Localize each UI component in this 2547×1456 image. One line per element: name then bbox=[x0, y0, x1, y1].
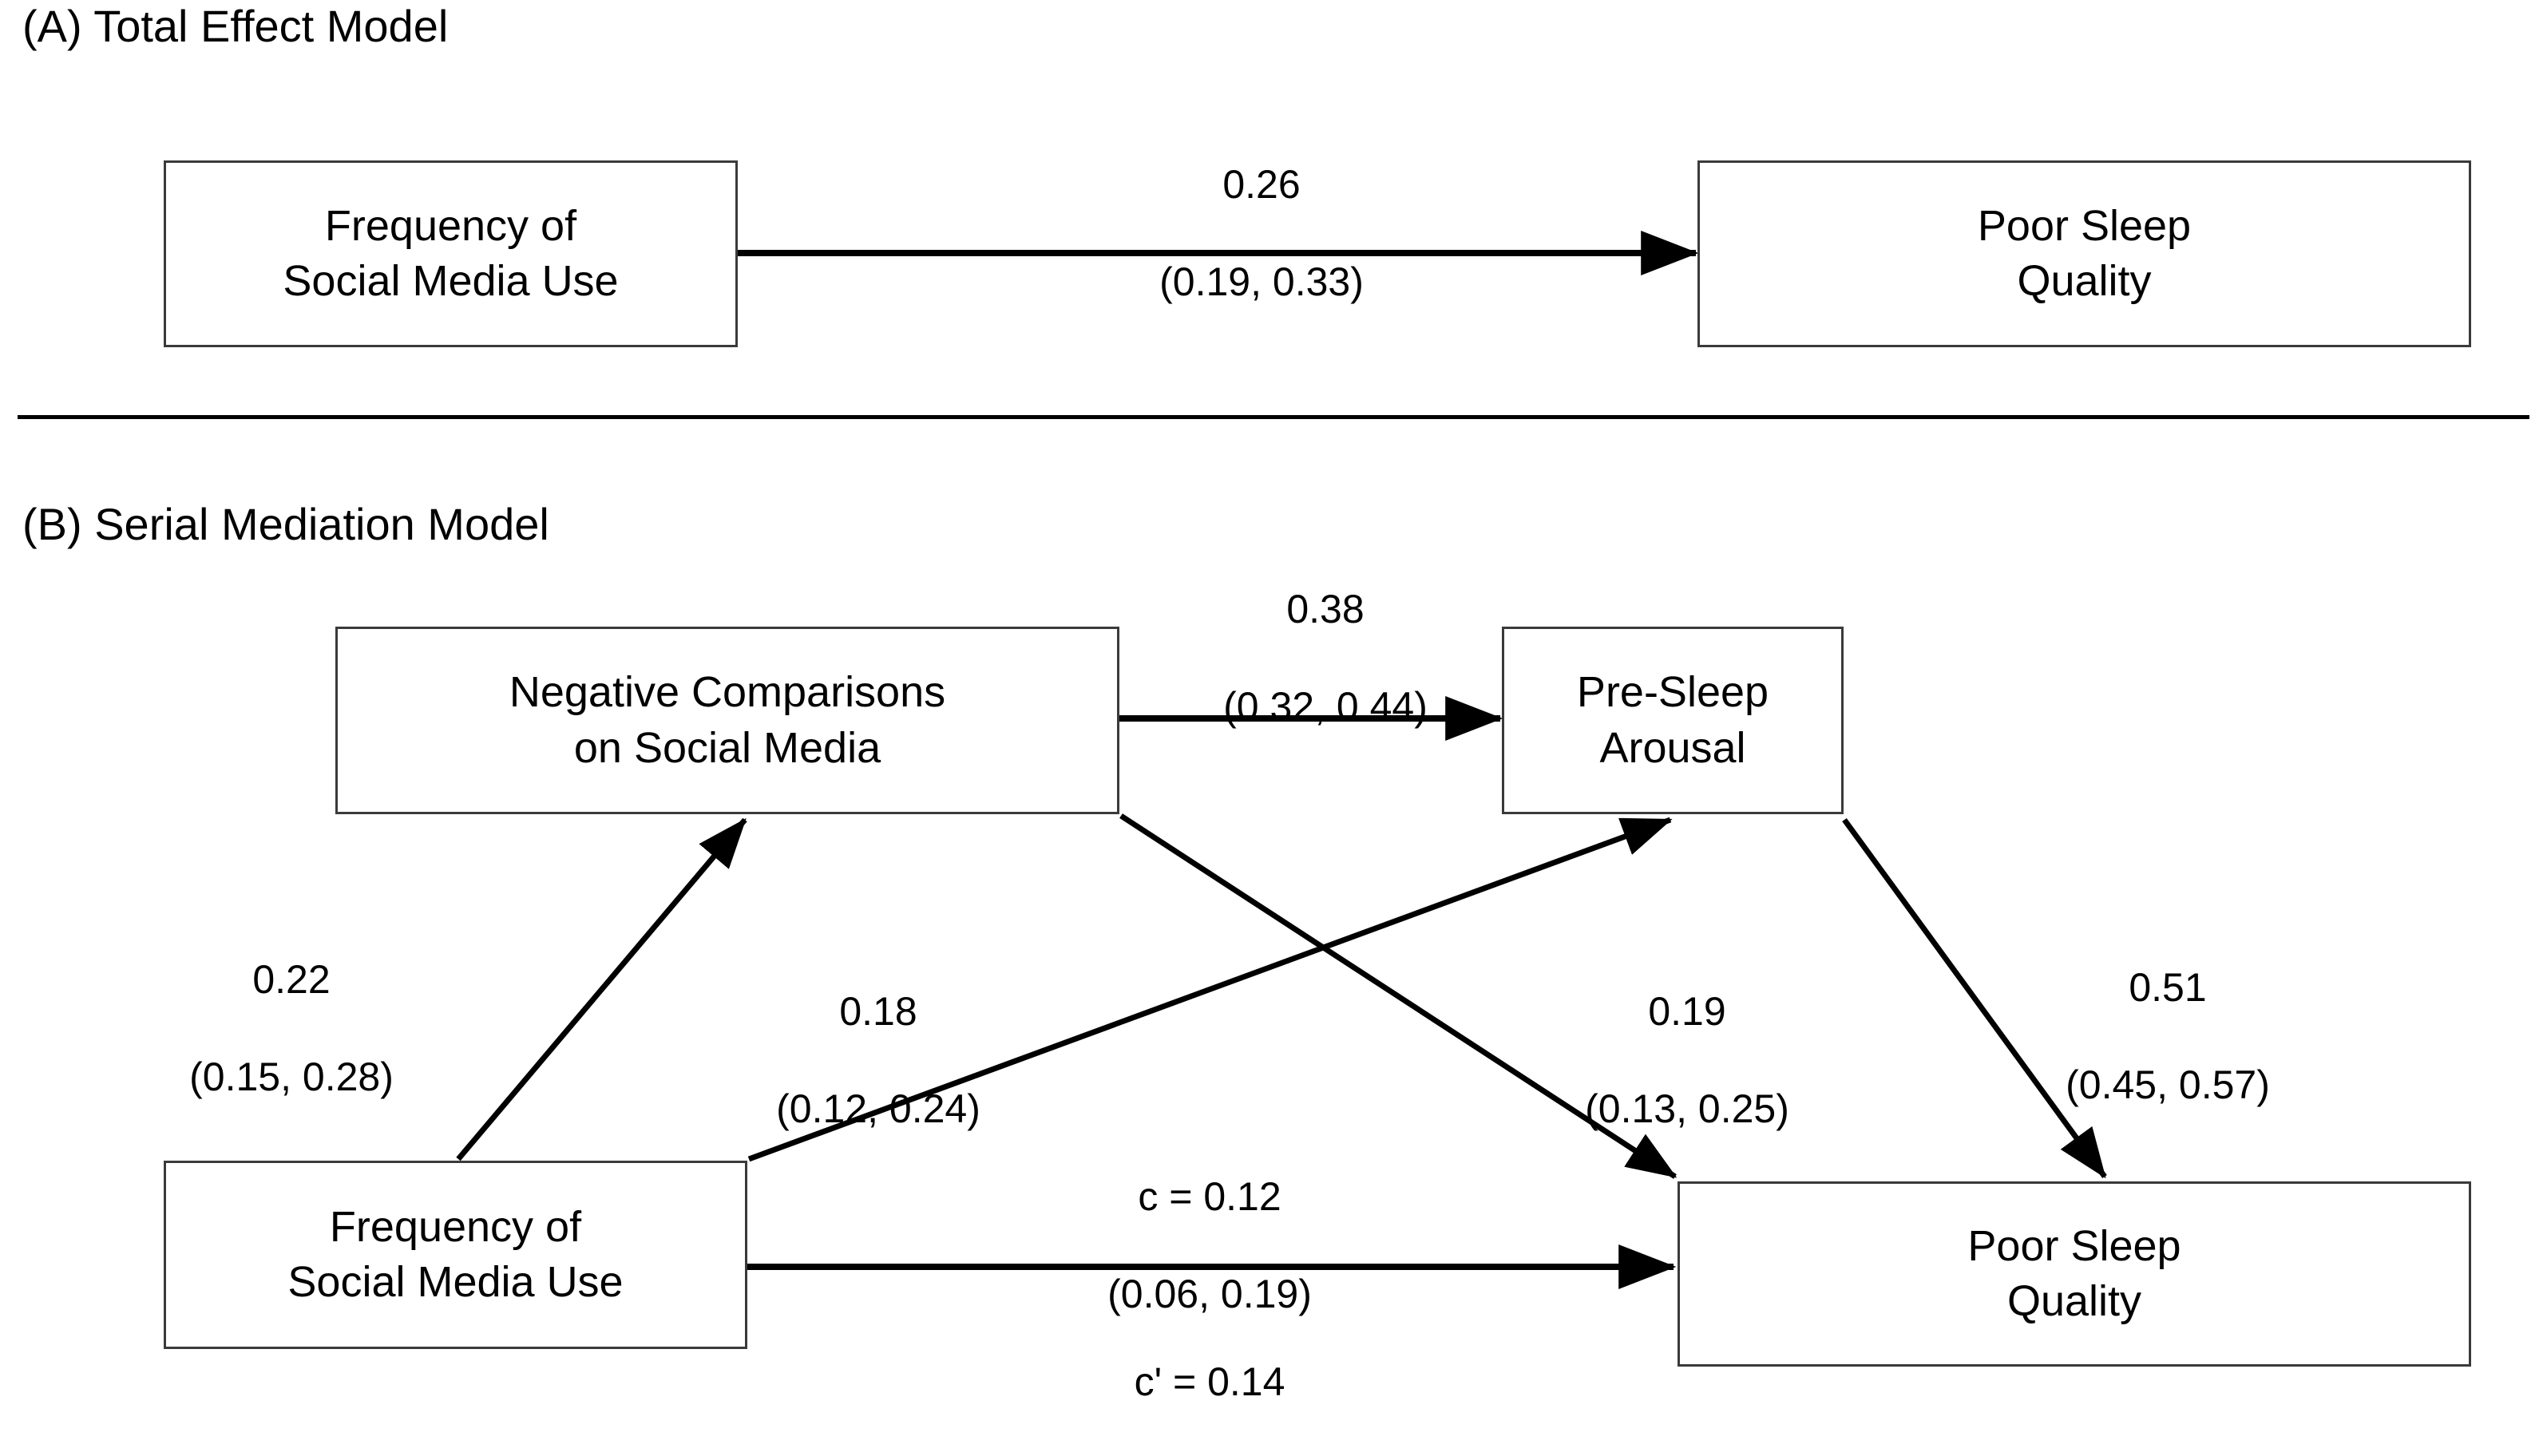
panel-a-node-predictor-label: Frequency of Social Media Use bbox=[283, 201, 619, 305]
panel-a-node-outcome: Poor Sleep Quality bbox=[1697, 160, 2471, 347]
panel-b-edge-label-direct-c: c = 0.12 (0.06, 0.19) bbox=[1030, 1124, 1389, 1367]
panel-b-edge-m1-y-ci: (0.12, 0.24) bbox=[776, 1086, 980, 1131]
panel-b-edge-label-m1-to-y: 0.18 (0.12, 0.24) bbox=[699, 939, 1058, 1182]
panel-a-edge-ci: (0.19, 0.33) bbox=[1159, 259, 1364, 304]
panel-b-edge-label-x-to-m2: 0.19 (0.13, 0.25) bbox=[1507, 939, 1867, 1182]
panel-a-title: (A) Total Effect Model bbox=[22, 1, 449, 51]
panel-b-node-outcome: Poor Sleep Quality bbox=[1678, 1181, 2471, 1367]
panel-b-edge-x-m1-ci: (0.15, 0.28) bbox=[189, 1054, 394, 1099]
panel-b-edge-x-m1-coefficient: 0.22 bbox=[252, 957, 331, 1002]
panel-b-edge-m2-y-coefficient: 0.51 bbox=[2129, 965, 2207, 1010]
panel-b-node-mediator1: Negative Comparisons on Social Media bbox=[335, 627, 1119, 814]
panel-b-edge-c-prime-coefficient: c' = 0.14 bbox=[1134, 1359, 1285, 1404]
panel-b-edge-m2-y-ci: (0.45, 0.57) bbox=[2066, 1062, 2270, 1107]
panel-a-node-outcome-label: Poor Sleep Quality bbox=[1977, 201, 2192, 305]
panel-b-node-predictor: Frequency of Social Media Use bbox=[164, 1161, 747, 1349]
panel-b-title: (B) Serial Mediation Model bbox=[22, 499, 549, 549]
panel-divider bbox=[18, 415, 2529, 419]
panel-b-edge-label-m2-to-y: 0.51 (0.45, 0.57) bbox=[1988, 915, 2347, 1158]
panel-b-edge-c-ci: (0.06, 0.19) bbox=[1107, 1272, 1312, 1316]
panel-b-edge-label-direct-c-prime: c' = 0.14 (0.10, 0.18) bbox=[1030, 1309, 1389, 1456]
panel-b-edge-x-m2-ci: (0.13, 0.25) bbox=[1585, 1086, 1789, 1131]
panel-b-node-mediator2: Pre-Sleep Arousal bbox=[1502, 627, 1844, 814]
panel-b-edge-m1-y-coefficient: 0.18 bbox=[839, 989, 917, 1034]
panel-b-edge-m1-m2-coefficient: 0.38 bbox=[1286, 587, 1365, 631]
panel-b-edge-x-m2-coefficient: 0.19 bbox=[1648, 989, 1726, 1034]
panel-b-edge-label-m1-to-m2: 0.38 (0.32, 0.44) bbox=[1158, 536, 1493, 780]
panel-b-node-outcome-label: Poor Sleep Quality bbox=[1967, 1221, 2181, 1325]
panel-a-node-predictor: Frequency of Social Media Use bbox=[164, 160, 738, 347]
panel-b-edge-m1-m2-ci: (0.32, 0.44) bbox=[1223, 684, 1428, 729]
panel-a-edge-label-total-effect: 0.26 (0.19, 0.33) bbox=[1078, 112, 1445, 355]
panel-b-edge-label-x-to-m1: 0.22 (0.15, 0.28) bbox=[112, 907, 471, 1150]
panel-b-edge-c-coefficient: c = 0.12 bbox=[1138, 1174, 1281, 1219]
panel-a-edge-coefficient: 0.26 bbox=[1222, 162, 1301, 207]
panel-b-node-mediator2-label: Pre-Sleep Arousal bbox=[1576, 668, 1769, 772]
panel-b-node-predictor-label: Frequency of Social Media Use bbox=[287, 1202, 624, 1306]
panel-b-node-mediator1-label: Negative Comparisons on Social Media bbox=[509, 668, 946, 772]
